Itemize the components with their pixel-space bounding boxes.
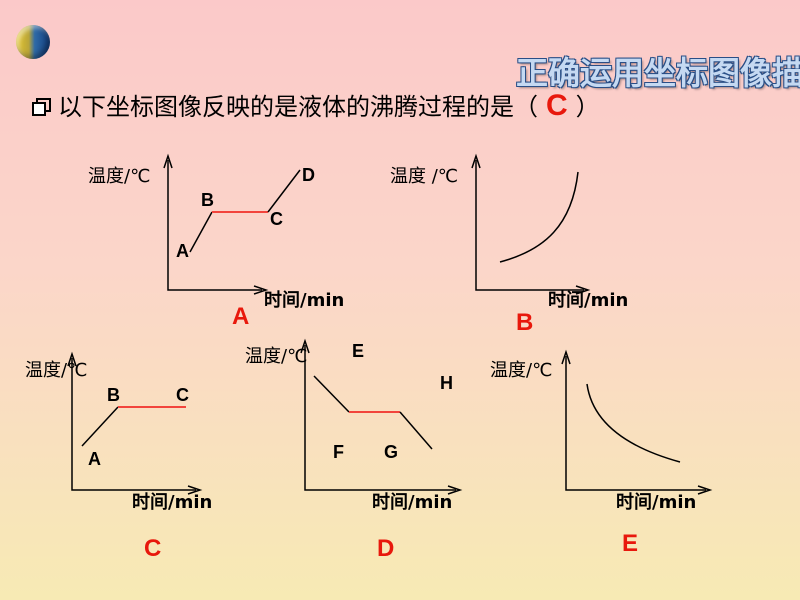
graph-c-point-b: B [107,385,120,405]
graph-b-option: B [516,309,533,336]
graph-c-y-arrow [67,351,77,367]
slide-title: 正确运用坐标图像描 [516,54,800,92]
graph-d-fall-1 [313,375,350,413]
graph-c-axes [71,358,196,491]
graph-b-ylabel: 温度 /℃ [390,166,458,187]
graph-a-point-d: D [302,165,315,185]
graph-c: 温度/℃ 时间/min A B C C [25,351,212,562]
graph-e-ylabel: 温度/℃ [490,360,552,381]
graph-c-xlabel: 时间/min [132,492,212,513]
graph-d-fall-2 [399,411,433,450]
graph-d-point-h: H [440,373,453,393]
graph-a-rise-1 [189,211,213,253]
graph-d-axes [304,345,456,491]
graph-d-xlabel: 时间/min [372,492,452,513]
graph-a-axes [167,160,262,291]
graph-d-point-e: E [352,341,364,361]
bullet-orb-icon [16,25,50,59]
graph-b: 温度 /℃ 时间/min B [390,153,628,336]
graph-a-point-a: A [176,241,189,261]
graph-d-y-arrow [300,338,310,354]
graph-e-option: E [622,530,638,557]
window-bullet-icon [32,91,52,116]
graph-b-x-arrow [575,285,591,295]
graph-a-option: A [232,303,249,330]
graph-e-y-arrow [561,349,571,365]
graph-d-x-arrow [447,485,463,495]
graph-e: 温度/℃ 时间/min E [490,349,713,557]
graph-e-axes [565,356,706,491]
graph-b-curve [499,171,579,263]
graph-a-point-c: C [270,209,283,229]
graph-d-point-g: G [384,442,398,462]
graph-a: 温度/℃ 时间/min A B C D A [88,153,344,330]
graph-d-point-f: F [333,442,344,462]
graph-e-curve [586,383,681,463]
graph-b-xlabel: 时间/min [548,290,628,311]
graph-d-ylabel: 温度/℃ [245,346,307,367]
graph-c-rise [81,406,119,447]
question-text: 以下坐标图像反映的是液体的沸腾过程的是（ [58,93,538,121]
graph-c-point-a: A [88,449,101,469]
graph-b-axes [475,160,584,291]
graph-a-rise-2 [267,169,301,213]
graph-e-xlabel: 时间/min [616,492,696,513]
graph-a-y-arrow [163,153,173,169]
graph-a-x-arrow [253,285,269,295]
graph-a-xlabel: 时间/min [264,290,344,311]
graph-c-option: C [144,535,161,562]
answer-letter: C [546,89,568,122]
graph-e-x-arrow [697,485,713,495]
graph-c-ylabel: 温度/℃ [25,360,87,381]
graph-c-x-arrow [187,485,203,495]
graph-d-option: D [377,535,394,562]
graph-a-ylabel: 温度/℃ [88,166,150,187]
graph-b-y-arrow [471,153,481,169]
question-close: ） [575,93,600,121]
question-line: 以下坐标图像反映的是液体的沸腾过程的是（ C） [32,88,600,125]
graph-a-point-b: B [201,190,214,210]
graph-d: 温度/℃ 时间/min E F G H D [245,338,463,562]
graph-c-point-c: C [176,385,189,405]
